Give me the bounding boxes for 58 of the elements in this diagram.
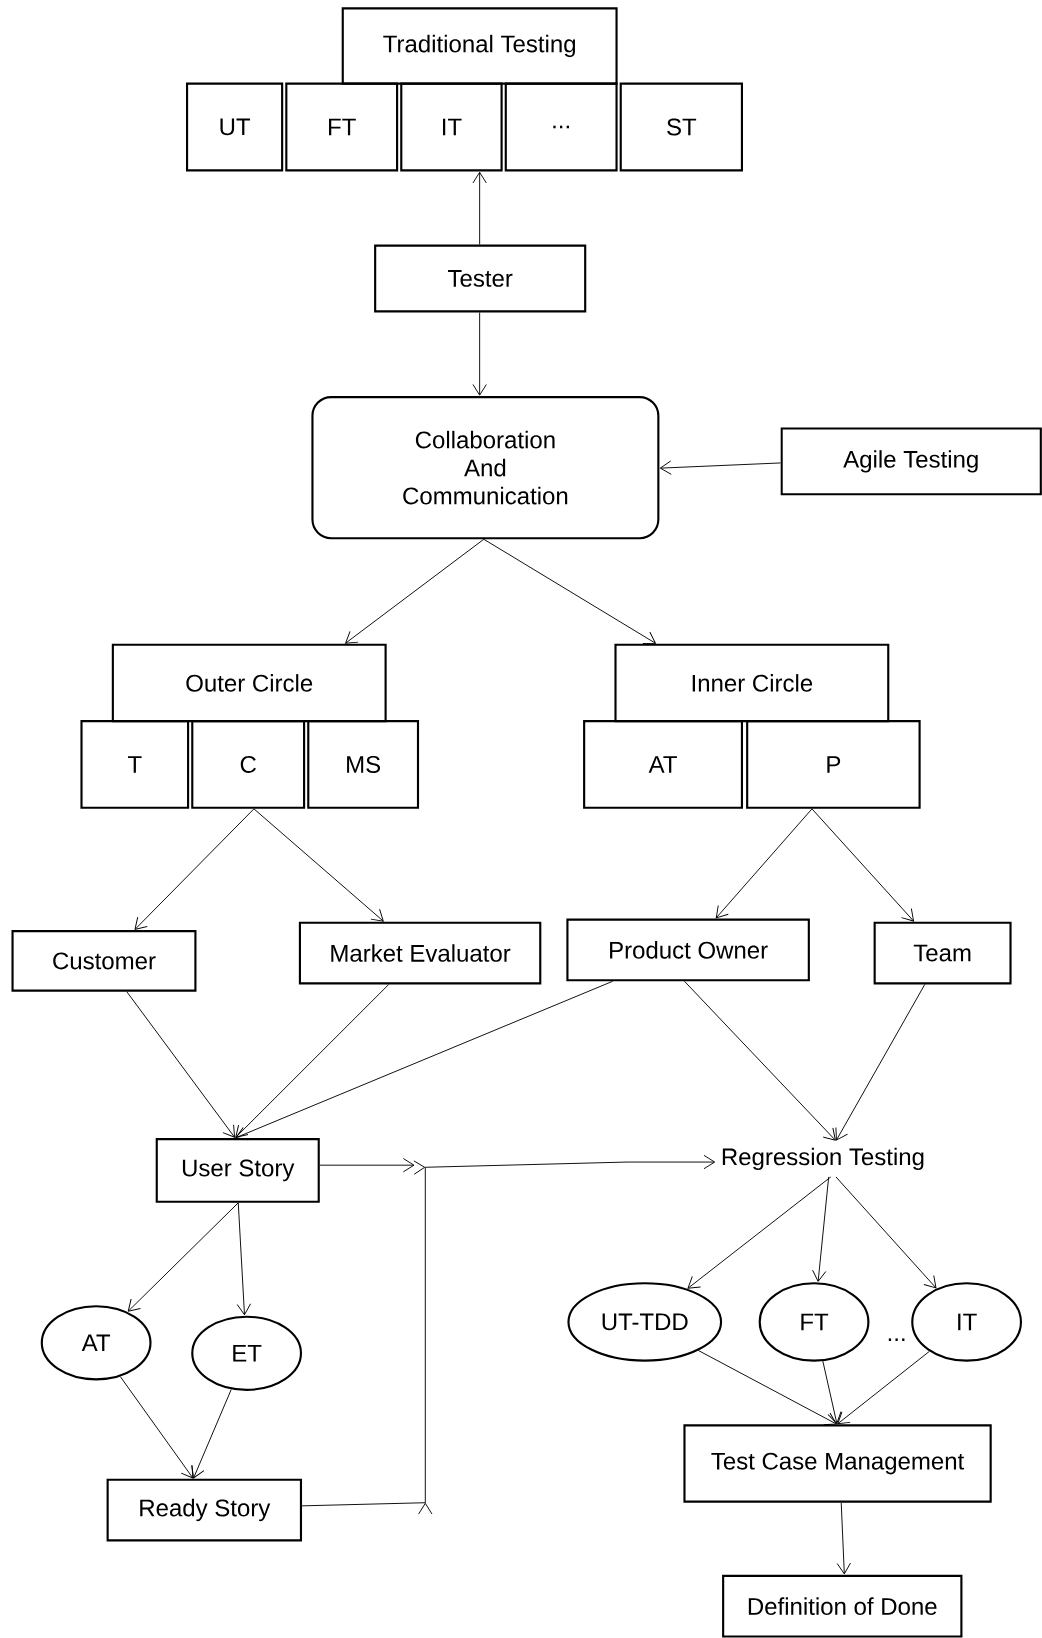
arrow (687, 1176, 832, 1289)
ellipse-node: IT (911, 1282, 1023, 1362)
process-box: Product Owner (566, 918, 810, 982)
arrow (698, 1350, 837, 1426)
process-box: UT (186, 82, 284, 172)
ellipse-node: AT (40, 1305, 152, 1381)
arrow (191, 1388, 232, 1479)
arrow (837, 1350, 930, 1425)
process-box: Test Case Management (683, 1424, 992, 1503)
arrow (134, 808, 255, 930)
arrow (345, 538, 485, 644)
process-box: IT (400, 82, 503, 172)
arrow (472, 312, 487, 396)
process-box: Tester (374, 244, 587, 313)
ellipse-node: UT-TDD (567, 1282, 723, 1362)
arrow (253, 808, 384, 922)
arrow (319, 1158, 415, 1173)
arrow (236, 1202, 251, 1316)
arrow (659, 460, 782, 475)
process-box: Inner Circle (614, 643, 890, 723)
process-box: C (191, 720, 306, 809)
arrow (835, 983, 926, 1141)
arrow (126, 991, 236, 1138)
ellipse-node: FT (758, 1282, 870, 1362)
arrow (822, 1360, 842, 1424)
process-box: AT (583, 720, 743, 809)
process-box: Ready Story (106, 1478, 303, 1542)
process-box: ... (504, 82, 618, 172)
process-box: FT (285, 82, 399, 172)
arrow (235, 983, 390, 1138)
arrow (836, 1502, 851, 1575)
process-box: Outer Circle (111, 643, 387, 723)
ellipsis-text: ... (888, 1338, 905, 1341)
process-box: Team (873, 921, 1012, 985)
rounded-box: Collaboration And Communication (311, 396, 660, 540)
process-box: User Story (155, 1138, 320, 1203)
process-box: Definition of Done (722, 1574, 963, 1638)
arrow (835, 1176, 937, 1289)
node-text: Regression Testing (722, 1147, 924, 1171)
process-box: T (80, 720, 190, 809)
process-box: Customer (11, 930, 197, 992)
arrow (472, 171, 487, 245)
process-box: Market Evaluator (298, 921, 542, 985)
process-box: Agile Testing (780, 427, 1042, 496)
process-box: ST (619, 82, 743, 172)
ellipse-node: ET (191, 1315, 303, 1391)
process-box: MS (307, 720, 420, 809)
arrow (301, 1154, 716, 1515)
process-box: Traditional Testing (341, 7, 618, 85)
arrow (684, 980, 836, 1141)
arrow (483, 538, 656, 644)
arrow (235, 980, 614, 1141)
arrow (812, 1176, 830, 1282)
process-box: P (746, 720, 921, 809)
arrow (715, 808, 813, 919)
arrow (811, 808, 915, 922)
arrow (127, 1202, 239, 1312)
arrow (119, 1376, 194, 1479)
